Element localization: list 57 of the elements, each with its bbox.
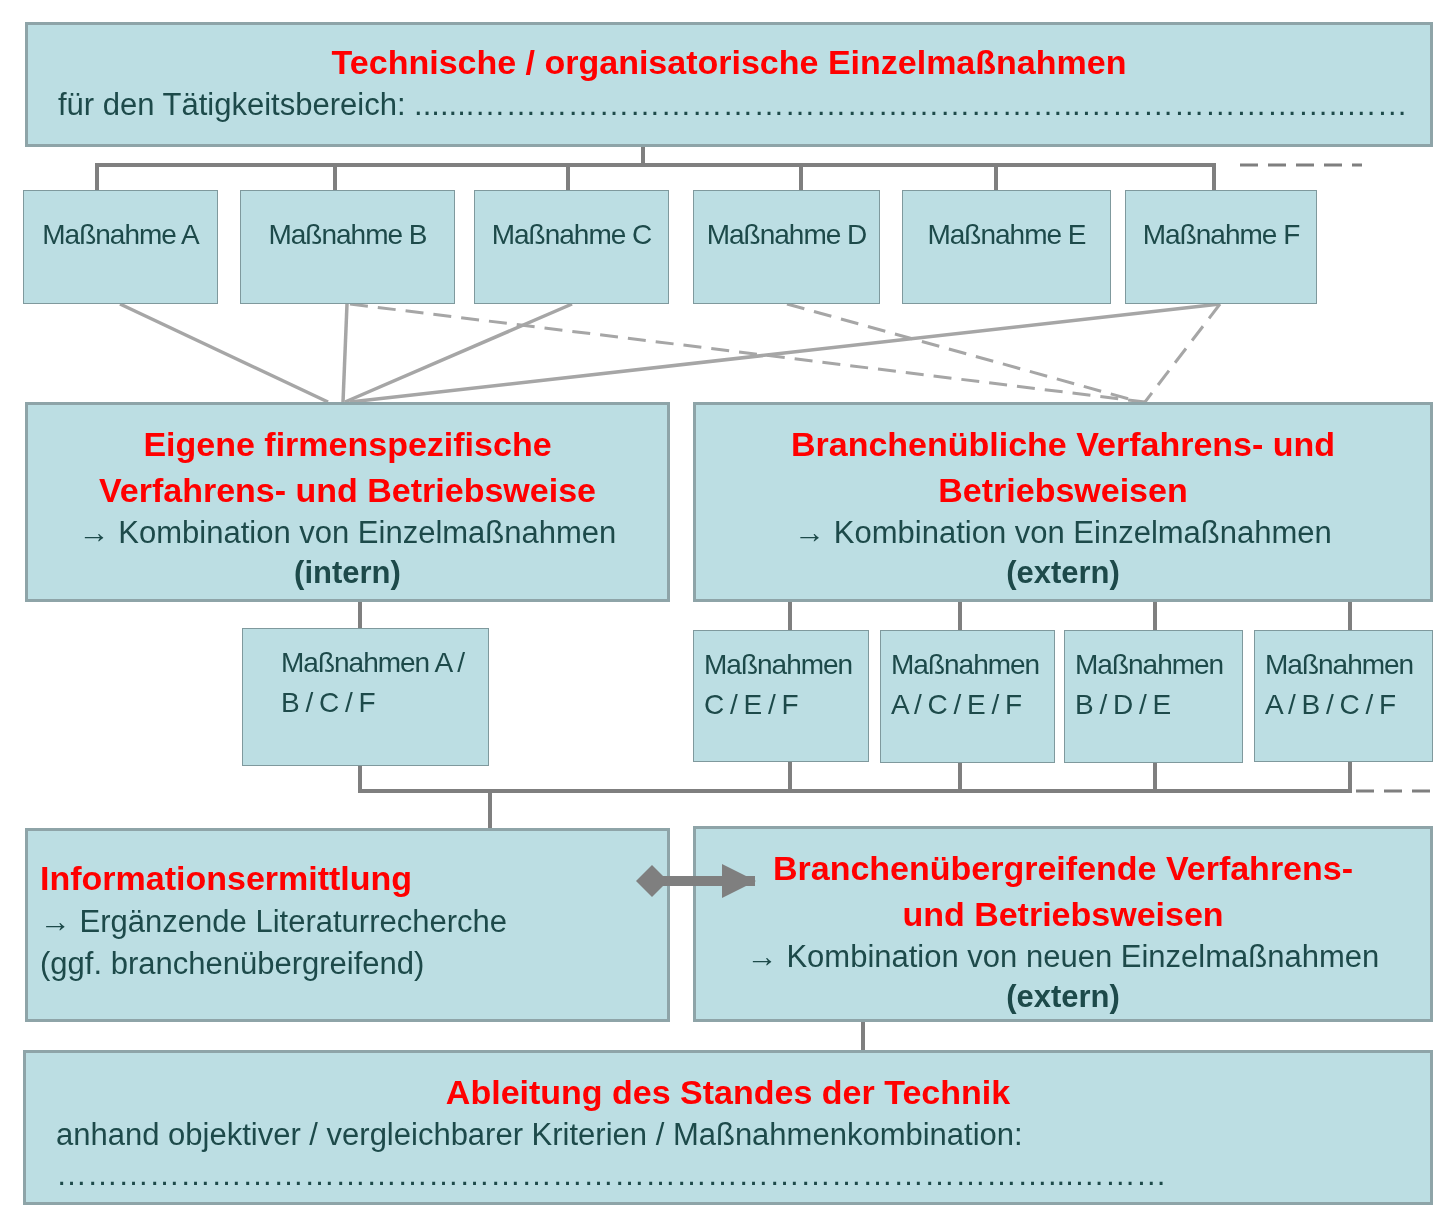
box-label: Maßnahme D <box>705 218 868 252</box>
box-note: ……………………………………………………………………………………...……… <box>55 1156 1168 1194</box>
process-box <box>25 828 670 1022</box>
box-label: Maßnahmen C / E / F <box>703 648 854 722</box>
box-heading: Branchenübliche Verfahrens- und Betriebsweisen <box>789 424 1337 511</box>
measure-box <box>1125 190 1317 304</box>
box-heading: Informationsermittlung <box>39 858 414 899</box>
measure-box <box>23 190 218 304</box>
measure-box <box>880 630 1055 763</box>
box-description: → Ergänzende Literaturrecherche <box>39 903 508 941</box>
box-label: Maßnahmen A / B / C / F <box>1264 648 1415 722</box>
connector-line <box>344 302 573 404</box>
connector-line <box>958 602 962 630</box>
process-box <box>25 402 670 602</box>
process-box <box>693 402 1433 602</box>
measure-box <box>474 190 669 304</box>
box-heading: Branchenübergreifende Verfahrens- und Betriebsweisen <box>771 848 1355 935</box>
box-note: (extern) <box>1005 554 1121 592</box>
connector-line <box>1143 303 1222 403</box>
box-description: anhand objektiver / vergleichbarer Kriterien / Maßnahmenkombination: <box>55 1116 1024 1154</box>
measure-box <box>1254 630 1433 762</box>
box-label: Maßnahme F <box>1141 218 1301 252</box>
connector-line <box>861 1022 865 1050</box>
connector-line <box>341 303 349 403</box>
measure-box <box>693 190 880 304</box>
box-label: Maßnahme C <box>490 218 653 252</box>
connector-line <box>119 302 329 404</box>
measure-box <box>1064 630 1243 763</box>
measure-box <box>902 190 1111 304</box>
box-label: Maßnahme A <box>41 218 201 252</box>
box-description: für den Tätigkeitsbereich: .......…………………………………………………..……………………..…… <box>57 86 1409 124</box>
box-description: → Kombination von neuen Einzelmaßnahmen <box>745 938 1381 976</box>
box-label: Maßnahme B <box>267 218 428 252</box>
connector-line <box>1240 163 1362 167</box>
process-box <box>23 1050 1433 1205</box>
box-description: → Kombination von Einzelmaßnahmen <box>793 514 1333 552</box>
box-description: → Kombination von Einzelmaßnahmen <box>77 514 618 552</box>
box-note: (ggf. branchenübergreifend) <box>39 945 426 983</box>
box-heading: Ableitung des Standes der Technik <box>444 1072 1012 1113</box>
connector-line <box>1153 602 1157 630</box>
box-label: Maßnahmen B / D / E <box>1074 648 1225 722</box>
box-note: (intern) <box>293 554 402 592</box>
box-label: Maßnahme E <box>926 218 1087 252</box>
connector-line <box>1348 602 1352 630</box>
box-label: Maßnahmen A / B / C / F <box>280 646 466 720</box>
box-note: (extern) <box>1005 978 1121 1016</box>
box-heading: Technische / organisatorische Einzelmaßnahmen <box>330 42 1128 83</box>
process-box <box>25 22 1433 147</box>
measure-box <box>240 190 455 304</box>
process-box <box>693 826 1433 1022</box>
measure-box <box>693 630 869 762</box>
arrow <box>636 864 756 898</box>
box-label: Maßnahmen A / C / E / F <box>890 648 1041 722</box>
measure-box <box>242 628 489 766</box>
connector-line <box>788 602 792 630</box>
box-heading: Eigene firmenspezifische Verfahrens- und Betriebsweise <box>98 424 597 511</box>
connector-line <box>358 602 362 628</box>
